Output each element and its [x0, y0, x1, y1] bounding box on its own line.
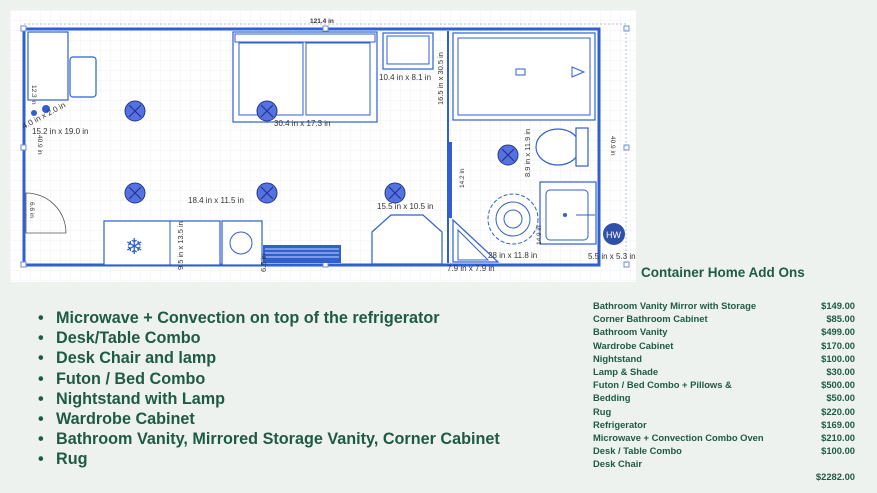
dim-vertical-2: 40.9 in [36, 135, 43, 155]
svg-text:10.4 in x 8.1 in: 10.4 in x 8.1 in [379, 73, 431, 82]
hw-label: HW [606, 230, 621, 240]
entry-door[interactable] [25, 192, 67, 234]
table-row: Refrigerator$169.00 [593, 418, 855, 430]
table-row: Corner Bathroom Cabinet$85.00 [593, 313, 855, 325]
toilet[interactable] [535, 128, 581, 166]
stove[interactable] [263, 245, 341, 263]
dim-vertical-15: 14.9 in [536, 225, 543, 245]
table-row: Lamp & Shade$30.00 [593, 366, 855, 378]
desk-chair[interactable] [69, 56, 97, 98]
selection-handles[interactable] [20, 25, 630, 268]
svg-text:15.2 in x 19.0 in: 15.2 in x 19.0 in [32, 127, 88, 136]
list-item: Desk Chair and lamp [38, 348, 500, 368]
total-amount: $2282.00 [815, 471, 855, 482]
list-item: Nightstand with Lamp [38, 389, 500, 409]
table-row: Microwave + Convection Combo Oven$210.00 [593, 432, 855, 444]
desk[interactable] [27, 31, 69, 101]
price-table: Bathroom Vanity Mirror with Storage$149.… [593, 299, 855, 471]
sink-cabinet[interactable] [221, 220, 263, 266]
table-row: Futon / Bed Combo + Pillows &$500.00 [593, 379, 855, 391]
shower[interactable] [452, 32, 596, 121]
water-heater[interactable] [603, 223, 625, 245]
futon[interactable] [232, 31, 378, 123]
list-item: Desk/Table Combo [38, 328, 500, 348]
refrigerator[interactable] [103, 220, 221, 266]
section-title: Container Home Add Ons [641, 265, 805, 280]
list-item: Microwave + Convection on top of the ref… [38, 308, 500, 328]
rug[interactable] [487, 193, 539, 245]
table-row: Desk Chair [593, 458, 642, 470]
corner-cabinet[interactable] [452, 218, 500, 263]
dim-vertical-1: 12.3 in [30, 85, 37, 105]
overall-width-label: 121.4 in [310, 18, 334, 25]
table-row: Bedding$50.00 [593, 392, 855, 404]
table-row: Wardrobe Cabinet$170.00 [593, 339, 855, 351]
lamp[interactable] [42, 105, 50, 113]
dim-vertical-18: 9.5 in x 13.5 in [176, 221, 185, 270]
svg-text:15.5 in x 10.5 in: 15.5 in x 10.5 in [377, 202, 433, 211]
table-row: Bathroom Vanity Mirror with Storage$149.… [593, 300, 855, 311]
list-item: Bathroom Vanity, Mirrored Storage Vanity… [38, 429, 500, 449]
dim-vertical-10: 8.9 in x 11.9 in [523, 129, 532, 177]
dim-vertical-4: 40.9 in [609, 136, 616, 156]
wardrobe[interactable] [371, 214, 443, 265]
svg-text:28 in x 11.8 in: 28 in x 11.8 in [488, 251, 537, 260]
svg-text:30.4 in x 17.3 in: 30.4 in x 17.3 in [274, 119, 330, 128]
right-panel [636, 0, 877, 288]
dim-vertical-9: 16.5 in x 30.5 in [436, 52, 445, 105]
list-item: Futon / Bed Combo [38, 369, 500, 389]
floor-plan[interactable]: 121.4 in [10, 10, 636, 282]
list-item: Wardrobe Cabinet [38, 409, 500, 429]
table-row: Rug$220.00 [593, 405, 855, 417]
svg-text:5.5 in x 5.3 in: 5.5 in x 5.3 in [588, 252, 636, 261]
nightstand[interactable] [382, 32, 434, 70]
feature-list: Microwave + Convection on top of the ref… [38, 308, 500, 470]
snowflake-icon: ❄ [125, 234, 143, 259]
dim-vertical-3: 6.6 in [28, 202, 35, 218]
bathroom-vanity[interactable] [539, 181, 597, 245]
table-row: Desk / Table Combo$100.00 [593, 445, 855, 457]
svg-text:18.4 in x 11.5 in: 18.4 in x 11.5 in [188, 196, 244, 205]
svg-text:7.9 in x 7.9 in: 7.9 in x 7.9 in [447, 264, 495, 273]
dim-vertical-13: 14.2 in [459, 168, 466, 188]
dim-vertical-19: 6.5 in [259, 254, 268, 272]
list-item: Rug [38, 449, 500, 469]
table-row: Bathroom Vanity$499.00 [593, 326, 855, 338]
table-row: Nightstand$100.00 [593, 352, 855, 364]
